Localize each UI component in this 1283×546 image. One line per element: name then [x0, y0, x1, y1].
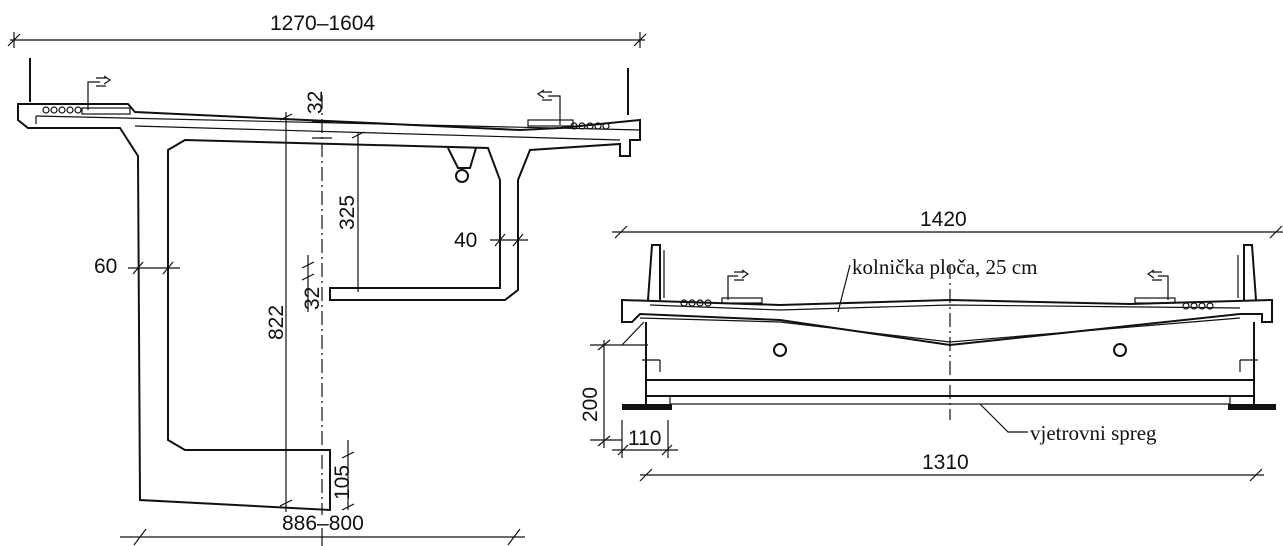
deck-underside	[35, 116, 621, 141]
box-girder-section: 1270–1604	[7, 12, 647, 546]
dim-web-inner: 40	[454, 229, 528, 252]
deck-inner-line	[35, 115, 641, 131]
dim-deck-thickness: 32	[304, 91, 332, 139]
svg-text:1310: 1310	[922, 451, 969, 474]
drainage-pipe	[447, 147, 477, 183]
box-girder-outline	[17, 103, 641, 512]
svg-text:325: 325	[336, 195, 359, 230]
bearing-left	[622, 404, 672, 410]
dim-box-depth: 325	[336, 131, 365, 292]
dim-top-width-label: 1270–1604	[270, 12, 375, 35]
dim-bearing-span: 1310	[639, 451, 1264, 482]
bearing-right	[1228, 404, 1276, 410]
dim-total-height: 822	[265, 112, 293, 512]
railing-right	[1237, 244, 1257, 301]
dim-top-width: 1270–1604	[7, 12, 647, 48]
deck-slab-callout: kolnička ploča, 25 cm	[837, 255, 1037, 313]
curb-pavers-steel-right	[1182, 302, 1214, 310]
dim-bottom-flange: 105	[331, 440, 355, 511]
deck-slab-top-line	[649, 304, 1241, 311]
curb-pavers-left	[42, 106, 82, 114]
svg-text:60: 60	[94, 255, 117, 278]
dim-bottom-width: 886–800	[120, 512, 525, 546]
dim-web-outer: 60	[94, 255, 180, 278]
dim-total-width: 1420	[612, 208, 1283, 239]
deck-slab-mid-line	[639, 317, 1241, 343]
svg-text:200: 200	[579, 387, 602, 422]
deck-slab-outline	[621, 298, 1273, 347]
deck-slab-label: kolnička ploča, 25 cm	[852, 255, 1037, 279]
lamp-symbol-right-left	[721, 269, 763, 304]
steel-deck-section: 1420	[579, 208, 1283, 482]
svg-text:886–800: 886–800	[282, 512, 364, 535]
svg-text:32: 32	[304, 91, 327, 114]
curb-pavers-steel-left	[680, 299, 712, 307]
main-girder-left	[642, 322, 661, 405]
railing-left	[647, 244, 665, 301]
diaphragm-hole-right	[1113, 343, 1127, 357]
svg-text:110: 110	[628, 427, 661, 450]
lamp-symbol-right-right	[1134, 269, 1176, 304]
dim-height: 200	[579, 321, 648, 448]
main-girder-right	[1239, 322, 1258, 405]
diaphragm-hole-left	[773, 343, 787, 357]
wind-bracing-label: vjetrovni spreg	[1030, 421, 1157, 445]
svg-text:105: 105	[331, 465, 354, 500]
lamp-symbol-left	[81, 75, 131, 115]
dim-edge: 110	[612, 420, 678, 458]
wind-bracing-callout: vjetrovni spreg	[979, 403, 1157, 445]
lamp-symbol-right	[527, 89, 574, 127]
dim-bottom-slab: 32	[301, 255, 324, 312]
curb-pavers-right	[570, 122, 610, 130]
svg-text:822: 822	[265, 305, 288, 340]
svg-text:40: 40	[454, 229, 477, 252]
svg-text:1420: 1420	[920, 208, 967, 231]
svg-text:32: 32	[301, 287, 324, 310]
